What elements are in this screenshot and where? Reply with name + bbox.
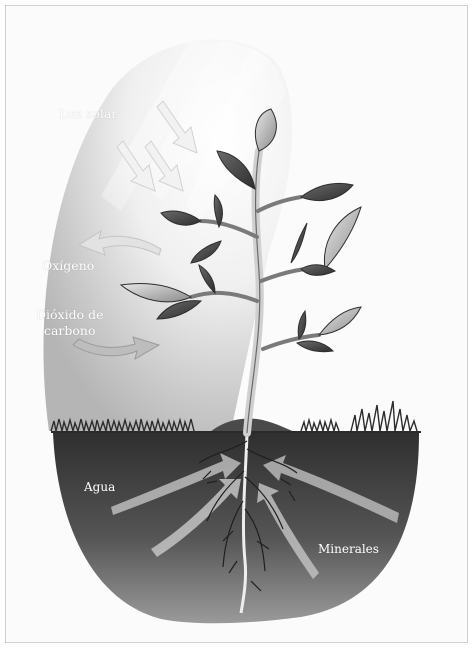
- leaf: [301, 184, 353, 201]
- leaf: [319, 307, 361, 335]
- minerals-label: Minerales: [318, 542, 379, 557]
- oxygen-label: Oxígeno: [42, 258, 94, 273]
- carbon-dioxide-label-line2: carbono: [36, 323, 104, 339]
- leaf: [324, 207, 361, 269]
- diagram-frame: Luz solar Oxígeno Dióxido de carbono Agu…: [5, 5, 468, 643]
- leaf: [301, 265, 335, 276]
- carbon-dioxide-label-line1: Dióxido de: [36, 307, 104, 323]
- water-label: Agua: [84, 480, 115, 495]
- leaf: [291, 223, 307, 263]
- sunlight-label: Luz solar: [59, 106, 117, 121]
- leaf: [298, 311, 306, 339]
- carbon-dioxide-label: Dióxido de carbono: [36, 307, 104, 339]
- leaf: [297, 341, 333, 352]
